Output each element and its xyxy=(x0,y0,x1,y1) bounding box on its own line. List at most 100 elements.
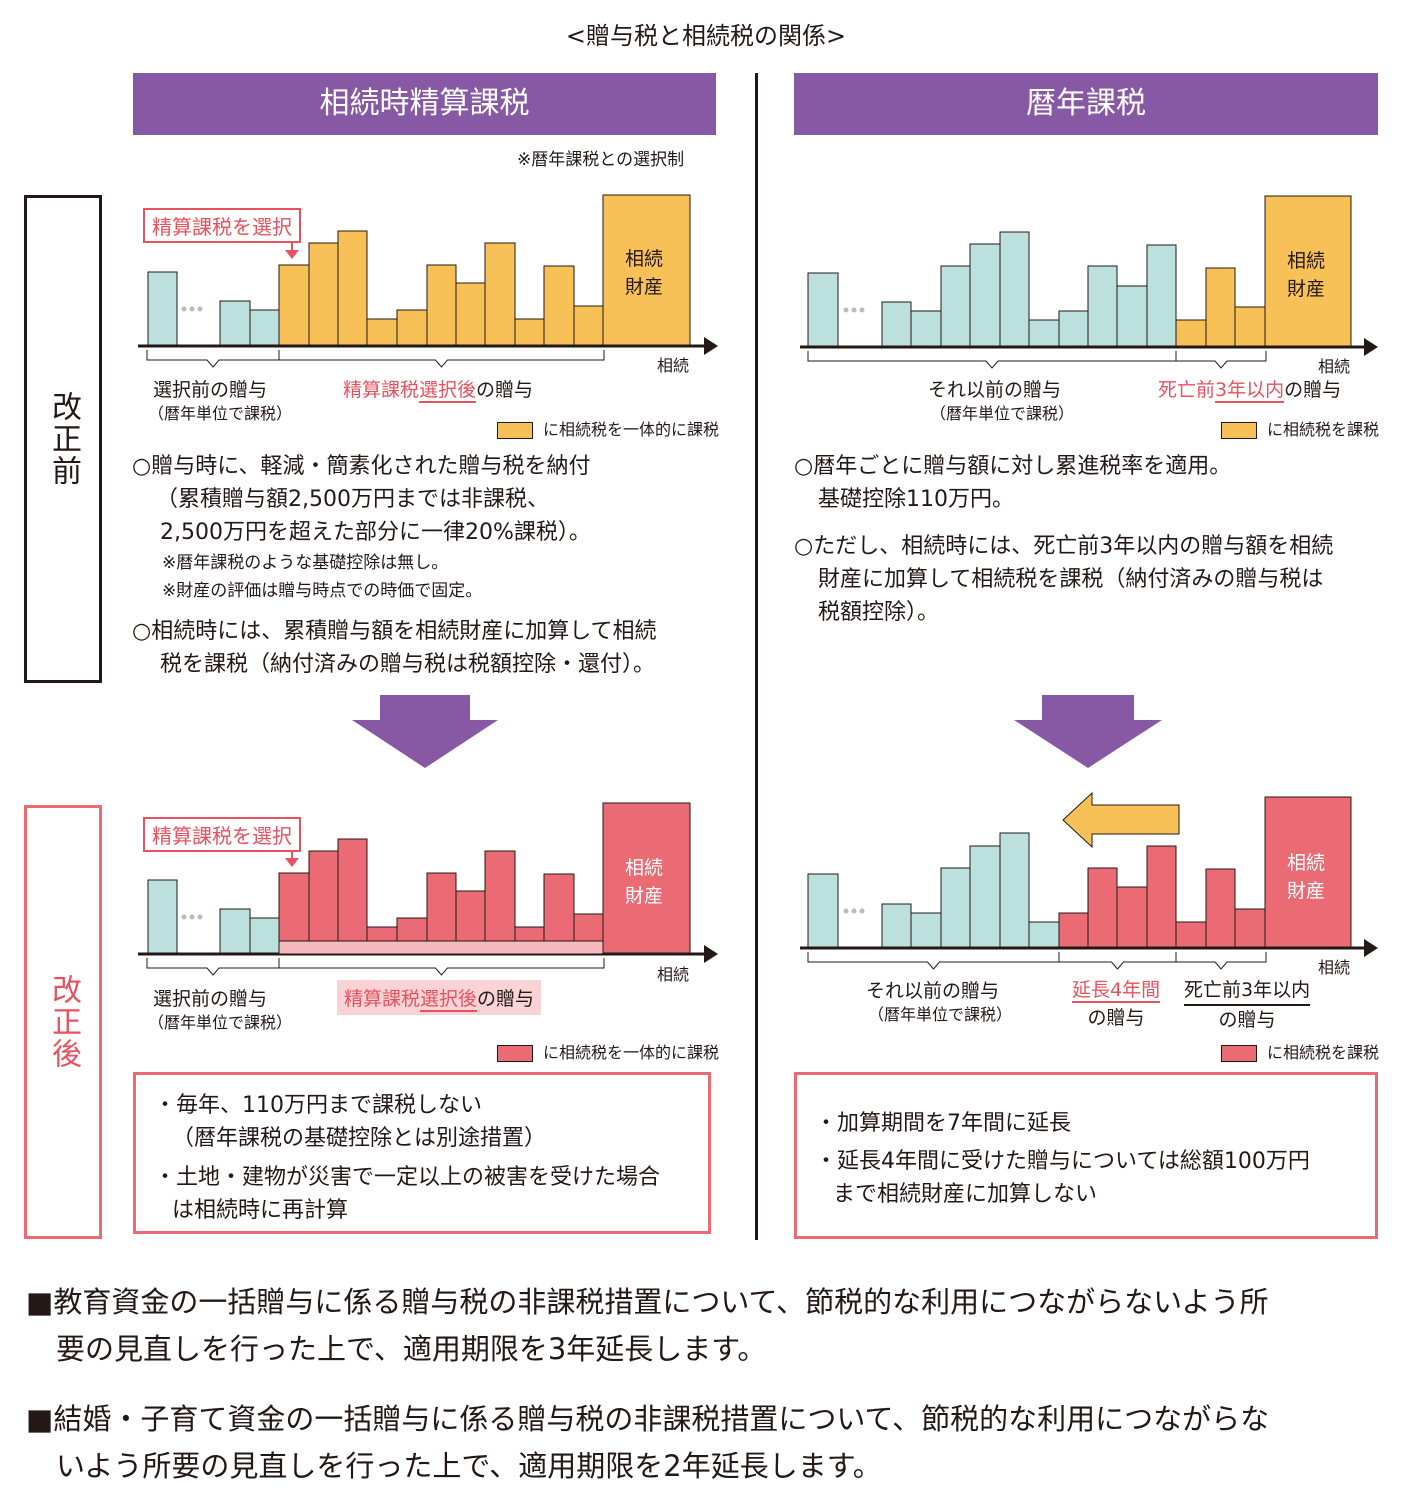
ellipsis-dot xyxy=(197,306,203,312)
left-points: ○贈与時に、軽減・簡素化された贈与税を納付 （累積贈与額2,500万円までは非課… xyxy=(132,450,657,681)
box-item: （暦年課税の基礎控除とは別途措置） xyxy=(172,1126,547,1151)
point: 税額控除）。 xyxy=(818,600,940,625)
bottom-line: 要の見直しを行った上で、適用期限を3年延長します。 xyxy=(56,1332,767,1366)
property-line: 相続 xyxy=(1287,852,1326,874)
legend-swatch xyxy=(497,422,533,439)
point: 2,500万円を超えた部分に一律20%課税）。 xyxy=(160,520,591,545)
gift-bar xyxy=(1234,306,1266,348)
select-tag: 精算課税を選択 xyxy=(143,208,301,243)
death-label-a: 死亡前3年以内 xyxy=(1184,976,1311,1006)
property-label: 相続財産 xyxy=(625,245,663,301)
gift-bar xyxy=(881,903,912,949)
point: 基礎控除110万円。 xyxy=(818,487,1014,512)
gift-bar xyxy=(940,265,971,348)
brace xyxy=(1175,952,1267,970)
brace xyxy=(278,350,605,368)
bottom-note-education: ■教育資金の一括贈与に係る贈与税の非課税措置について、節税的な利用につながらない… xyxy=(26,1279,1396,1373)
gift-bar xyxy=(910,912,942,949)
legend-text: に相続税を課税 xyxy=(1267,1043,1380,1062)
gift-bar xyxy=(219,300,251,347)
axis-arrow-icon xyxy=(1364,939,1378,957)
gift-bar xyxy=(1146,845,1177,949)
after-label: 精算課税選択後の贈与 xyxy=(343,375,533,403)
extension-label-a: 延長4年間 xyxy=(1072,979,1161,1003)
bottom-line: いよう所要の見直しを行った上で、適用期限を2年延長します。 xyxy=(56,1449,882,1483)
point: ○贈与時に、軽減・簡素化された贈与税を納付 xyxy=(132,454,591,479)
after-label-b: 選択後 xyxy=(419,379,477,403)
gift-bar xyxy=(881,301,912,348)
gift-bar xyxy=(543,265,575,347)
gift-bar xyxy=(308,850,339,955)
box-item: は相続時に再計算 xyxy=(172,1198,349,1223)
death-label-b: 3年以内 xyxy=(1215,379,1285,403)
property-label: 相続財産 xyxy=(1287,849,1325,905)
gift-bar xyxy=(147,271,178,347)
ellipsis-dot xyxy=(181,914,187,920)
gift-bar xyxy=(999,832,1030,949)
brace xyxy=(1058,952,1177,970)
gift-bar xyxy=(1058,310,1089,348)
gift-bar xyxy=(1116,285,1148,348)
ellipsis-dot xyxy=(189,306,195,312)
bottom-line: ■教育資金の一括贈与に係る贈与税の非課税措置について、節税的な利用につながらない… xyxy=(26,1285,1269,1319)
gift-bar xyxy=(1146,244,1177,348)
after-label-a: 精算課税 xyxy=(344,988,421,1010)
after-label-a: 精算課税 xyxy=(343,379,420,401)
property-line: 相続 xyxy=(625,857,664,879)
gift-bar xyxy=(999,231,1030,348)
box-item: ・延長4年間に受けた贈与については総額100万円 xyxy=(815,1149,1310,1174)
gift-bar xyxy=(308,242,339,347)
gift-bar xyxy=(807,272,839,348)
gift-bar xyxy=(484,850,516,955)
gift-bar xyxy=(573,305,604,347)
axis-arrow-icon xyxy=(704,945,718,963)
before-sub: （暦年単位で課税） xyxy=(868,1005,1013,1024)
gift-bar xyxy=(807,873,839,949)
before-label: 選択前の贈与 xyxy=(153,379,268,401)
after-label-c: の贈与 xyxy=(477,988,535,1010)
box-item: ・土地・建物が災害で一定以上の被害を受けた場合 xyxy=(154,1165,661,1190)
gift-bar xyxy=(1116,886,1148,949)
death-label-b: の贈与 xyxy=(1218,1009,1276,1031)
point: （累積贈与額2,500万円までは非課税、 xyxy=(156,487,549,512)
right-after-box: ・加算期間を7年間に延長 ・延長4年間に受けた贈与については総額100万円 まで… xyxy=(794,1072,1378,1239)
right-points: ○暦年ごとに贈与額に対し累進税率を適用。 基礎控除110万円。 ○ただし、相続時… xyxy=(794,450,1333,629)
gift-bar xyxy=(1028,319,1060,348)
legend: に相続税を課税 xyxy=(1221,1039,1379,1063)
gift-bar xyxy=(969,845,1001,949)
brace xyxy=(807,952,1060,970)
brace xyxy=(146,958,280,976)
left-after-box: ・毎年、110万円まで課税しない （暦年課税の基礎控除とは別途措置） ・土地・建… xyxy=(133,1072,711,1234)
before-label: 選択前の贈与 xyxy=(153,988,268,1010)
ellipsis-dot xyxy=(859,908,865,914)
gift-bar xyxy=(940,867,971,949)
box-item: まで相続財産に加算しない xyxy=(833,1182,1098,1207)
brace xyxy=(278,958,605,976)
death-label: 死亡前3年以内の贈与 xyxy=(1158,375,1341,403)
select-tag: 精算課税を選択 xyxy=(143,817,301,852)
property-line: 相続 xyxy=(625,248,664,270)
gift-bar xyxy=(1175,319,1207,348)
property-line: 財産 xyxy=(1287,880,1326,902)
before-sub: （暦年単位で課税） xyxy=(148,404,293,423)
point: ○暦年ごとに贈与額に対し累進税率を適用。 xyxy=(794,454,1232,479)
legend-swatch xyxy=(1221,422,1257,439)
header-settlement: 相続時精算課税 xyxy=(133,73,716,135)
header-calendar: 暦年課税 xyxy=(794,73,1378,135)
axis-arrow-icon xyxy=(704,337,718,355)
gift-bar xyxy=(1205,267,1236,348)
death-label: 死亡前3年以内の贈与 xyxy=(1184,976,1311,1034)
diagram-title: <贈与税と相続税の関係> xyxy=(565,22,847,50)
legend-text: に相続税を一体的に課税 xyxy=(543,1043,720,1062)
down-arrow-icon xyxy=(352,695,498,768)
gift-bar xyxy=(455,282,486,347)
death-label-a: 死亡前 xyxy=(1158,379,1216,401)
extension-label-b: の贈与 xyxy=(1087,1007,1145,1029)
before-sub: （暦年単位で課税） xyxy=(148,1013,293,1032)
extension-label: 延長4年間の贈与 xyxy=(1072,976,1161,1032)
gift-bar xyxy=(1175,921,1207,949)
integrated-band xyxy=(278,940,604,955)
legend-text: に相続税を課税 xyxy=(1267,420,1380,439)
